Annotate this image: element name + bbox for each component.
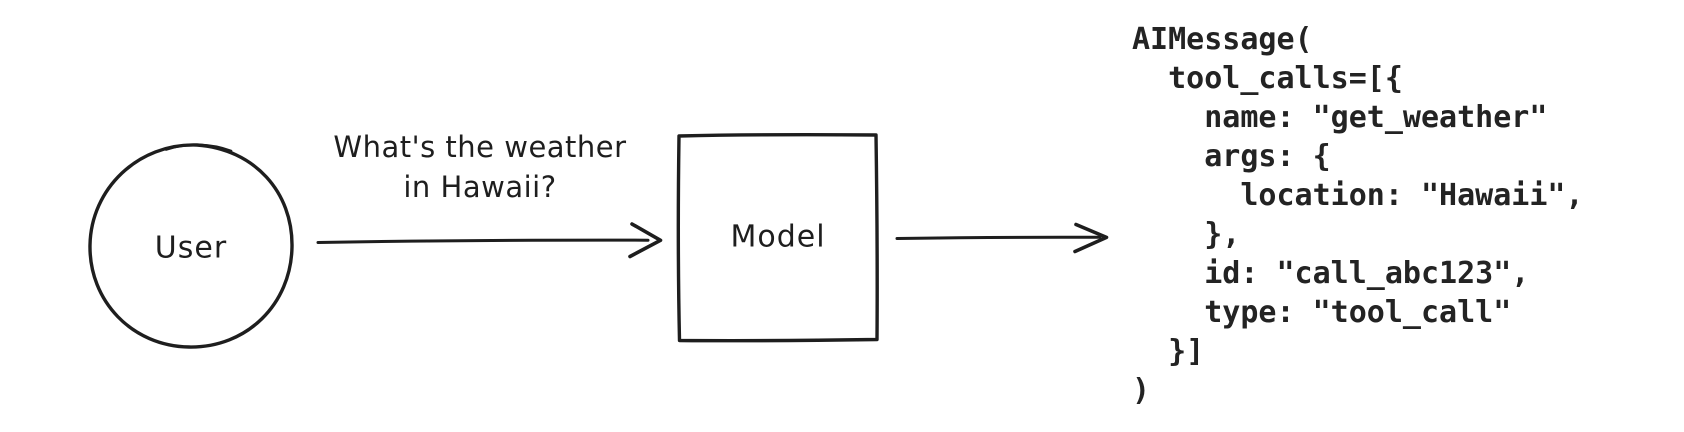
- model-to-output-arrowhead: [1073, 222, 1109, 254]
- user-to-model-arrowhead: [628, 222, 663, 259]
- aimessage-tool-call-code: AIMessage( tool_calls=[{ name: "get_weat…: [1132, 22, 1584, 408]
- request-message-label: What's the weather in Hawaii?: [333, 130, 627, 204]
- user-circle-overlap-stroke: [164, 143, 233, 153]
- model-to-output-arrow-line: [895, 235, 1102, 240]
- user-node-label: User: [154, 230, 228, 266]
- user-circle-shape: [88, 143, 294, 349]
- user-to-model-arrow-line: [316, 238, 650, 244]
- model-node-label: Model: [730, 219, 826, 255]
- model-box-shape: [676, 133, 879, 343]
